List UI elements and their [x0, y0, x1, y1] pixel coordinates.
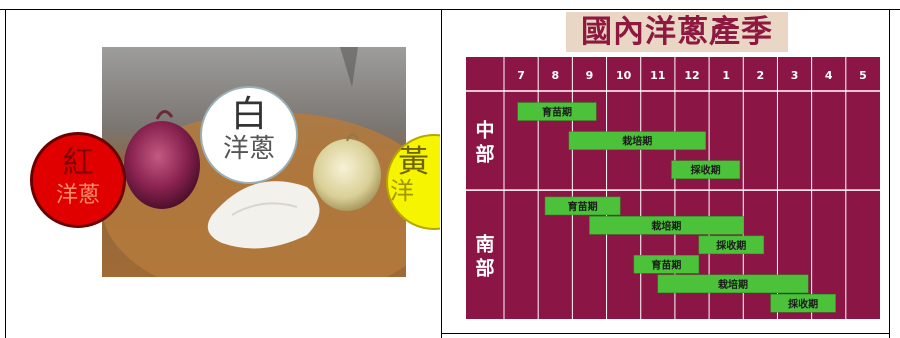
phase-bar	[671, 160, 741, 179]
phase-label: 栽培期	[651, 219, 681, 232]
white-onion-label-line1: 白	[230, 94, 267, 135]
phase-bar	[657, 274, 809, 294]
red-onion-label: 紅 洋蔥	[30, 132, 126, 228]
phase-bar	[770, 294, 836, 313]
center-divider	[441, 9, 442, 338]
phase-label: 育苗期	[542, 106, 572, 119]
region-label: 部	[475, 257, 494, 280]
month-label: 10	[616, 69, 632, 82]
phase-bar	[517, 102, 597, 121]
yellow-onion-label-line2: 洋	[390, 176, 414, 205]
yellow-onion-label-line1: 黃	[398, 144, 429, 180]
phase-label: 採收期	[716, 239, 746, 252]
month-label: 5	[859, 69, 867, 82]
region-label: 南	[475, 234, 494, 256]
month-label: 7	[517, 69, 525, 82]
white-onion-label: 白 洋蔥	[200, 86, 298, 184]
phase-label: 栽培期	[622, 135, 652, 148]
red-onion-label-line2: 洋蔥	[55, 182, 100, 208]
left-border	[5, 9, 6, 338]
phase-bar	[544, 196, 621, 216]
month-label: 11	[650, 69, 665, 82]
month-label: 1	[722, 69, 730, 82]
bottom-border	[441, 333, 889, 334]
phase-bar	[568, 131, 706, 150]
phase-label: 採收期	[788, 297, 818, 310]
red-onion-label-line1: 紅	[62, 145, 94, 181]
month-label: 4	[825, 69, 833, 82]
month-label: 3	[791, 69, 799, 82]
top-border	[0, 9, 900, 10]
phase-bar	[633, 255, 700, 274]
phase-label: 育苗期	[651, 258, 681, 271]
month-label: 9	[586, 69, 594, 82]
phase-label: 採收期	[691, 164, 721, 177]
white-onion-label-line2: 洋蔥	[222, 133, 275, 164]
phase-bar	[589, 216, 744, 235]
phase-bar	[698, 235, 765, 255]
phase-label: 育苗期	[568, 200, 598, 213]
month-label: 12	[684, 69, 699, 82]
region-label: 部	[475, 143, 494, 166]
month-label: 2	[757, 69, 765, 82]
right-border	[889, 9, 890, 338]
phase-label: 栽培期	[718, 278, 748, 291]
onion-photo-panel: 紅 洋蔥 白 洋蔥 黃 洋	[6, 10, 440, 338]
month-label: 8	[551, 69, 559, 82]
region-label: 中	[475, 119, 494, 142]
chart-title: 國內洋蔥產季	[566, 12, 788, 52]
